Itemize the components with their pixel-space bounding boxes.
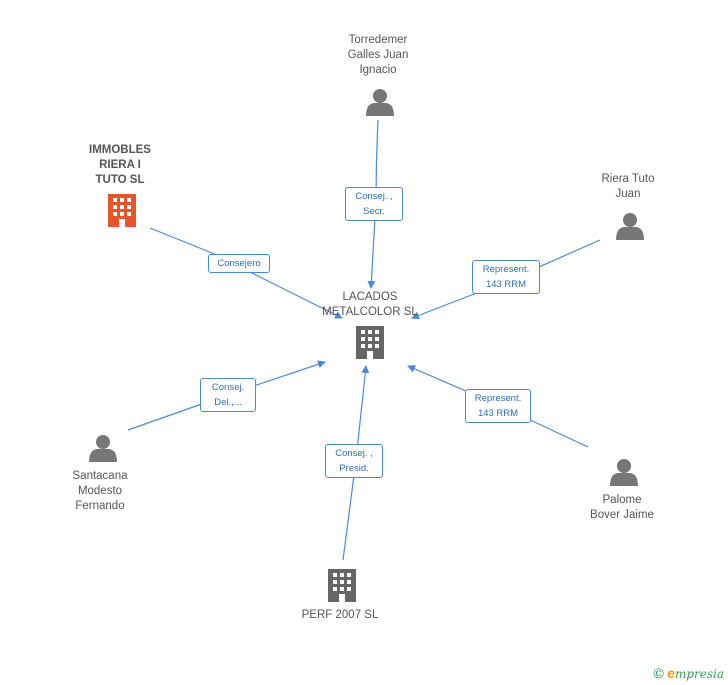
edge-label-santacana: Consej. Del.,...: [200, 378, 256, 412]
riera-line1: Riera Tuto: [601, 173, 655, 185]
footer-brand: © empresia: [653, 665, 724, 681]
center-line2: METALCOLOR SL: [322, 306, 418, 318]
building-icon: [328, 569, 356, 602]
edge-torredemer-line1: Consej. ,: [355, 191, 393, 202]
person-icon: [89, 435, 117, 462]
riera-line2: Juan: [615, 188, 641, 200]
building-icon: [356, 326, 384, 359]
edge-riera-line1: Represent.: [482, 264, 530, 275]
person-icon: [610, 459, 638, 486]
santacana-line2: Modesto: [77, 485, 123, 497]
edge-torredemer-line2: Secr.: [363, 206, 385, 217]
edge-palome-line2: 143 RRM: [477, 408, 519, 419]
node-label-perf: PERF 2007 SL: [280, 608, 400, 623]
node-label-palome: Palome Bover Jaime: [572, 493, 672, 523]
torredemer-line3: Ignacio: [359, 64, 397, 76]
edge-label-palome: Represent. 143 RRM: [465, 389, 531, 423]
perf-line1: PERF 2007 SL: [301, 609, 379, 621]
node-label-santacana: Santacana Modesto Fernando: [50, 469, 150, 514]
immobles-line3: TUTO SL: [95, 174, 145, 186]
edge-palome-line1: Represent.: [474, 393, 522, 404]
copyright-icon: ©: [653, 665, 664, 681]
brand-initial: e: [667, 665, 675, 681]
building-icon: [108, 194, 136, 227]
person-icon: [616, 213, 644, 240]
palome-line2: Bover Jaime: [590, 509, 654, 521]
node-label-riera: Riera Tuto Juan: [578, 172, 678, 202]
palome-line1: Palome: [602, 494, 642, 506]
edge-label-perf: Consej. , Presid.: [325, 444, 383, 478]
santacana-line3: Fernando: [75, 500, 125, 512]
santacana-line1: Santacana: [72, 470, 128, 482]
node-label-torredemer: Torredemer Galles Juan Ignacio: [318, 33, 438, 78]
edge-immobles-line1: Consejero: [217, 258, 261, 269]
edge-perf-line2: Presid.: [339, 463, 369, 474]
node-label-immobles: IMMOBLES RIERA I TUTO SL: [62, 143, 178, 188]
immobles-line1: IMMOBLES: [89, 144, 151, 156]
edge-label-torredemer: Consej. , Secr.: [345, 187, 403, 221]
edge-immobles: [149, 227, 343, 319]
edge-label-immobles: Consejero: [208, 254, 270, 273]
brand-name: mpresia: [674, 667, 724, 681]
edge-label-riera: Represent. 143 RRM: [472, 260, 540, 294]
torredemer-line2: Galles Juan: [347, 49, 409, 61]
immobles-line2: RIERA I: [99, 159, 141, 171]
center-line1: LACADOS: [342, 291, 398, 303]
edge-santacana-line2: Del.,...: [214, 397, 242, 408]
torredemer-line1: Torredemer: [348, 34, 408, 46]
edge-perf-line1: Consej. ,: [335, 448, 373, 459]
edge-santacana-line1: Consej.: [211, 382, 245, 393]
node-label-center: LACADOS METALCOLOR SL: [300, 290, 440, 320]
person-icon: [366, 89, 394, 116]
edge-riera-line2: 143 RRM: [485, 279, 527, 290]
